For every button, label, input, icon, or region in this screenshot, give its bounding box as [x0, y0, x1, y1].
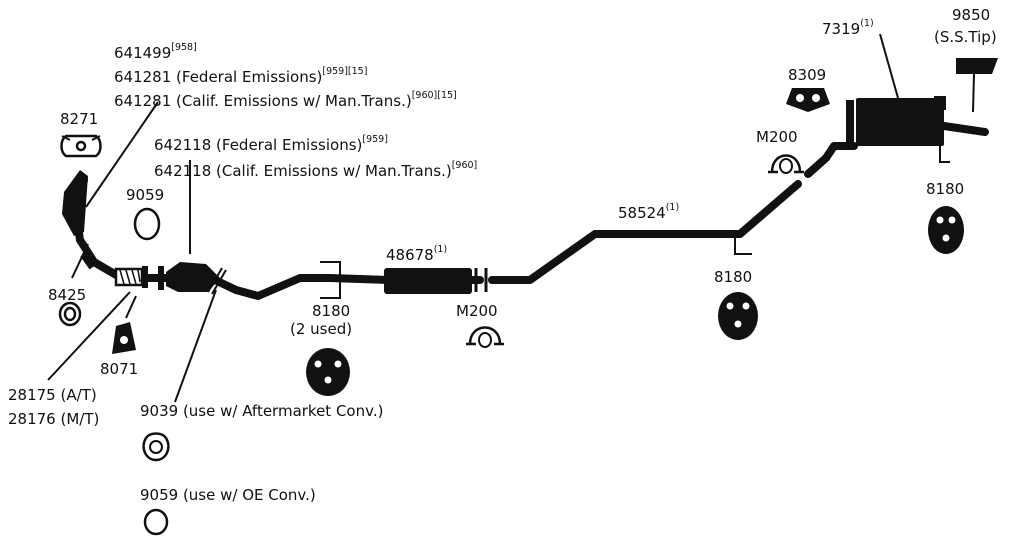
- gasket-9039-icon: [142, 432, 170, 462]
- label-58524: 58524(1): [618, 202, 679, 222]
- gasket-9059-bottom-icon: [143, 508, 169, 536]
- label-m200-middle: M200: [456, 302, 498, 320]
- hanger-8180-mid-icon: [718, 292, 758, 340]
- label-8309: 8309: [788, 66, 826, 84]
- label-9059-bottom: 9059 (use w/ OE Conv.): [140, 486, 316, 504]
- hanger-8180-right-icon: [928, 206, 964, 254]
- label-641499: 641499[958]: [114, 42, 197, 62]
- label-8180-mid: 8180: [714, 268, 752, 286]
- label-8271: 8271: [60, 110, 98, 128]
- hanger-8309-icon: [786, 88, 830, 112]
- label-m200-right: M200: [756, 128, 798, 146]
- label-28176: 28176 (M/T): [8, 410, 99, 428]
- label-8071: 8071: [100, 360, 138, 378]
- resonator: [384, 268, 472, 294]
- hardware: [58, 88, 964, 536]
- clamp-m200-right-icon: [768, 154, 804, 174]
- label-ss-tip: (S.S.Tip): [934, 28, 997, 46]
- manifold-converter: [62, 170, 88, 236]
- gasket-8425-icon: [58, 301, 82, 327]
- flex-flange: [142, 266, 148, 288]
- label-8180-right: 8180: [926, 180, 964, 198]
- converter-flange: [158, 266, 164, 290]
- muffler: [856, 98, 944, 146]
- label-641281-calif: 641281 (Calif. Emissions w/ Man.Trans.)[…: [114, 90, 457, 110]
- label-641281-federal: 641281 (Federal Emissions)[959][15]: [114, 66, 367, 86]
- label-2-used: (2 used): [290, 320, 352, 338]
- gasket-8271-icon: [60, 134, 102, 158]
- tail-tip: [956, 58, 998, 74]
- part-labels: 641499[958] 641281 (Federal Emissions)[9…: [8, 6, 997, 504]
- label-8180-left: 8180: [312, 302, 350, 320]
- label-9850: 9850: [952, 6, 990, 24]
- label-9039: 9039 (use w/ Aftermarket Conv.): [140, 402, 383, 420]
- gasket-9059-top-icon: [133, 207, 161, 241]
- hanger-8180-left-icon: [306, 348, 350, 396]
- components: [62, 58, 998, 299]
- catalytic-converter: [166, 262, 220, 292]
- label-7319: 7319(1): [822, 18, 874, 38]
- leader-lines: [47, 33, 975, 403]
- flange-8425-part: [80, 250, 98, 270]
- label-642118-federal: 642118 (Federal Emissions)[959]: [154, 134, 388, 154]
- label-642118-calif: 642118 (Calif. Emissions w/ Man.Trans.)[…: [154, 160, 477, 180]
- muffler-inlet-cap: [846, 100, 854, 144]
- label-48678: 48678(1): [386, 244, 447, 264]
- label-8425: 8425: [48, 286, 86, 304]
- label-28175: 28175 (A/T): [8, 386, 97, 404]
- clamp-m200-middle-icon: [466, 326, 504, 348]
- label-9059-top: 9059: [126, 186, 164, 204]
